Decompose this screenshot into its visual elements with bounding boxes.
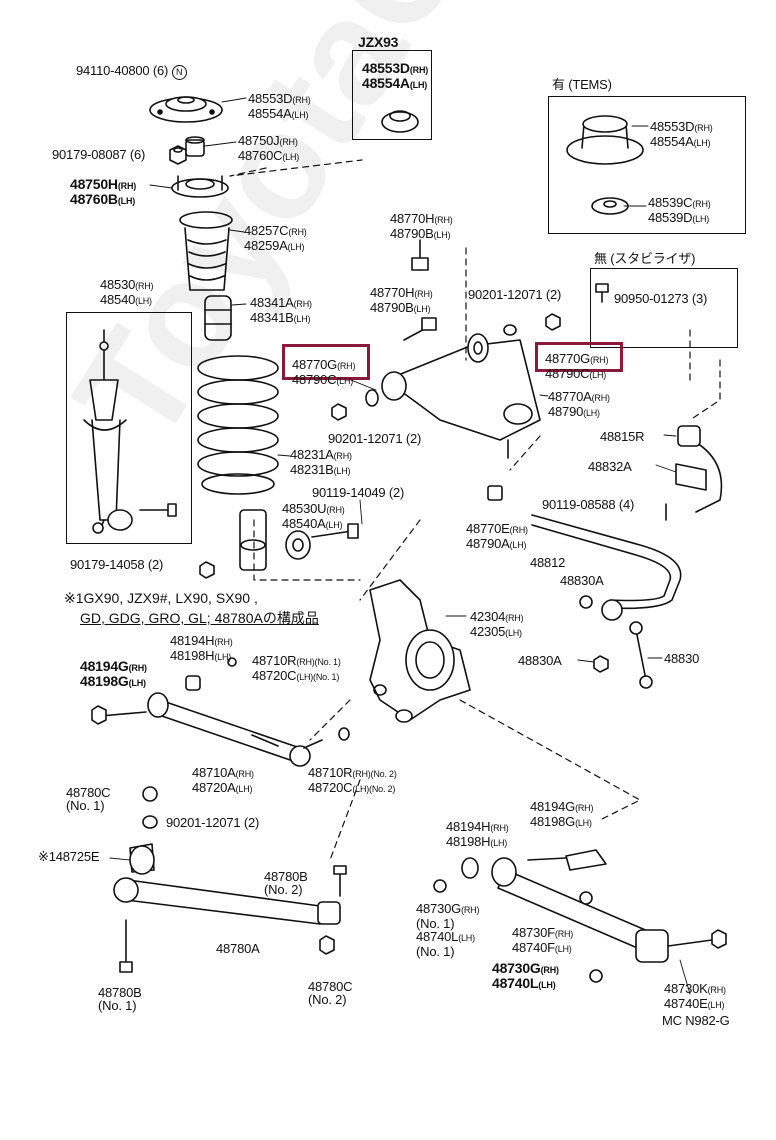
- part-label-highlighted: 48770G(RH)48790C(LH): [545, 351, 609, 381]
- part-label: 48750H(RH)48760B(LH): [70, 176, 137, 207]
- washer-90201: [503, 313, 561, 336]
- part-label: 48780A: [216, 941, 260, 956]
- upper-control-arm: [381, 333, 541, 459]
- part-label: 90201-12071 (2): [328, 431, 422, 446]
- part-label: 48730G(RH)48740L(LH): [492, 960, 559, 991]
- model-note-line1: ※1GX90, JZX9#, LX90, SX90 ,: [64, 590, 258, 606]
- bolt-48770h-upper: [411, 239, 429, 271]
- part-label: 48553D(RH)48554A(LH): [362, 60, 429, 91]
- tems-title: 有 (TEMS): [552, 77, 612, 92]
- jzx93-title: JZX93: [358, 34, 399, 50]
- coil-spring: [197, 355, 279, 495]
- dust-boot: [179, 211, 233, 291]
- part-label: 48530U(RH)48540A(LH): [282, 501, 345, 531]
- shock-absorber-lower: [239, 509, 267, 571]
- part-label: 48750J(RH)48760C(LH): [238, 133, 300, 163]
- bump-stopper: [204, 295, 232, 341]
- part-label: 48553D(RH)48554A(LH): [650, 119, 713, 149]
- shock-inset-frame: [66, 312, 192, 544]
- part-label: 48194G(RH)48198G(LH): [530, 799, 594, 829]
- stabilizer-bushing: [665, 425, 707, 521]
- nut-90179-14058: [199, 561, 215, 579]
- part-label: 48710A(RH)48720A(LH): [192, 765, 254, 795]
- bushing-48530u: [285, 523, 359, 560]
- part-label: 48830A: [518, 653, 562, 668]
- part-label: 48530(RH)48540(LH): [100, 277, 154, 307]
- part-label: 48730K(RH)48740E(LH): [664, 981, 726, 1011]
- part-label: 48770H(RH)48790B(LH): [390, 211, 453, 241]
- part-label: 48710R(RH)(No. 1)48720C(LH)(No. 1): [252, 653, 341, 683]
- part-label: 48194H(RH)48198H(LH): [170, 633, 233, 663]
- part-label: ※148725E: [38, 849, 100, 864]
- part-label: 90119-08588 (4): [542, 497, 635, 512]
- nut-90179-08087: [169, 145, 187, 165]
- part-label: 48553D(RH)48554A(LH): [248, 91, 311, 121]
- part-label: 90179-14058 (2): [70, 557, 164, 572]
- part-label: 48780C(No. 1): [66, 785, 111, 813]
- part-label: 42304(RH)42305(LH): [470, 609, 524, 639]
- part-label: 48812: [530, 555, 566, 570]
- highlight-48770g-left: [282, 344, 370, 380]
- part-label: 48710R(RH)(No. 2)48720C(LH)(No. 2): [308, 765, 397, 795]
- diagram-code: MC N982-G: [662, 1013, 730, 1028]
- part-label: 48730G(RH)(No. 1): [416, 901, 480, 931]
- steering-knuckle: [369, 579, 471, 723]
- part-label: 48830A: [560, 573, 604, 588]
- part-label: 48780B(No. 1): [98, 985, 142, 1013]
- part-label: 90201-12071 (2): [468, 287, 562, 302]
- stabilizer-link: [579, 595, 653, 689]
- spring-upper-seat: [171, 175, 229, 198]
- model-note-line2: GD, GDG, GRO, GL; 48780Aの構成品: [80, 610, 319, 626]
- strut-bar-48780a: [113, 865, 347, 973]
- part-label: 48341A(RH)48341B(LH): [250, 295, 312, 325]
- stabilizer-inset-frame: [590, 268, 738, 348]
- part-label: 48740L(LH)(No. 1): [416, 929, 475, 959]
- jzx93-inset-frame: [352, 50, 432, 140]
- part-label: 48770A(RH)48790(LH): [548, 389, 610, 419]
- cam-48770e: [487, 485, 503, 501]
- nut-90201-upper-arm: [331, 389, 379, 421]
- tems-inset-frame: [548, 96, 746, 234]
- part-label: 48257C(RH)48259A(LH): [244, 223, 307, 253]
- part-label: 48194H(RH)48198H(LH): [446, 819, 509, 849]
- part-label: 48539C(RH)48539D(LH): [648, 195, 711, 225]
- bushing-48750j: [185, 136, 205, 157]
- part-label: 48194G(RH)48198G(LH): [80, 658, 147, 689]
- jzx93-mount: [381, 110, 419, 133]
- bushings-left: [129, 786, 158, 875]
- upper-support-mount: [149, 96, 223, 123]
- part-label: 90201-12071 (2): [166, 815, 260, 830]
- part-label: 90119-14049 (2): [312, 485, 405, 500]
- shock-absorber-48530: [83, 329, 177, 534]
- part-label: 48815R: [600, 429, 645, 444]
- part-label: 48770E(RH)48790A(LH): [466, 521, 528, 551]
- lower-arm-48730f: [433, 849, 727, 983]
- tems-mount: [566, 115, 644, 215]
- part-label: 48770H(RH)48790B(LH): [370, 285, 433, 315]
- part-label: 48730F(RH)48740F(LH): [512, 925, 574, 955]
- bolt-90950: [595, 283, 609, 303]
- part-label: 48780C(No. 2): [308, 979, 353, 1007]
- stabilizer-title: 無 (スタビライザ): [594, 251, 696, 266]
- lower-arm-48710a: [91, 657, 350, 767]
- part-label: 48830: [664, 651, 700, 666]
- part-label: 48832A: [588, 459, 632, 474]
- part-label: 90950-01273 (3): [614, 291, 708, 306]
- part-label-highlighted: 48770G(RH)48790C(LH): [292, 357, 356, 387]
- part-label: 94110-40800 (6) N: [76, 64, 187, 80]
- part-label: 48231A(RH)48231B(LH): [290, 447, 352, 477]
- bolt-48770h-lower: [403, 317, 437, 341]
- part-label: 90179-08087 (6): [52, 147, 146, 162]
- highlight-48770g-right: [535, 342, 623, 372]
- part-label: 48780B(No. 2): [264, 869, 308, 897]
